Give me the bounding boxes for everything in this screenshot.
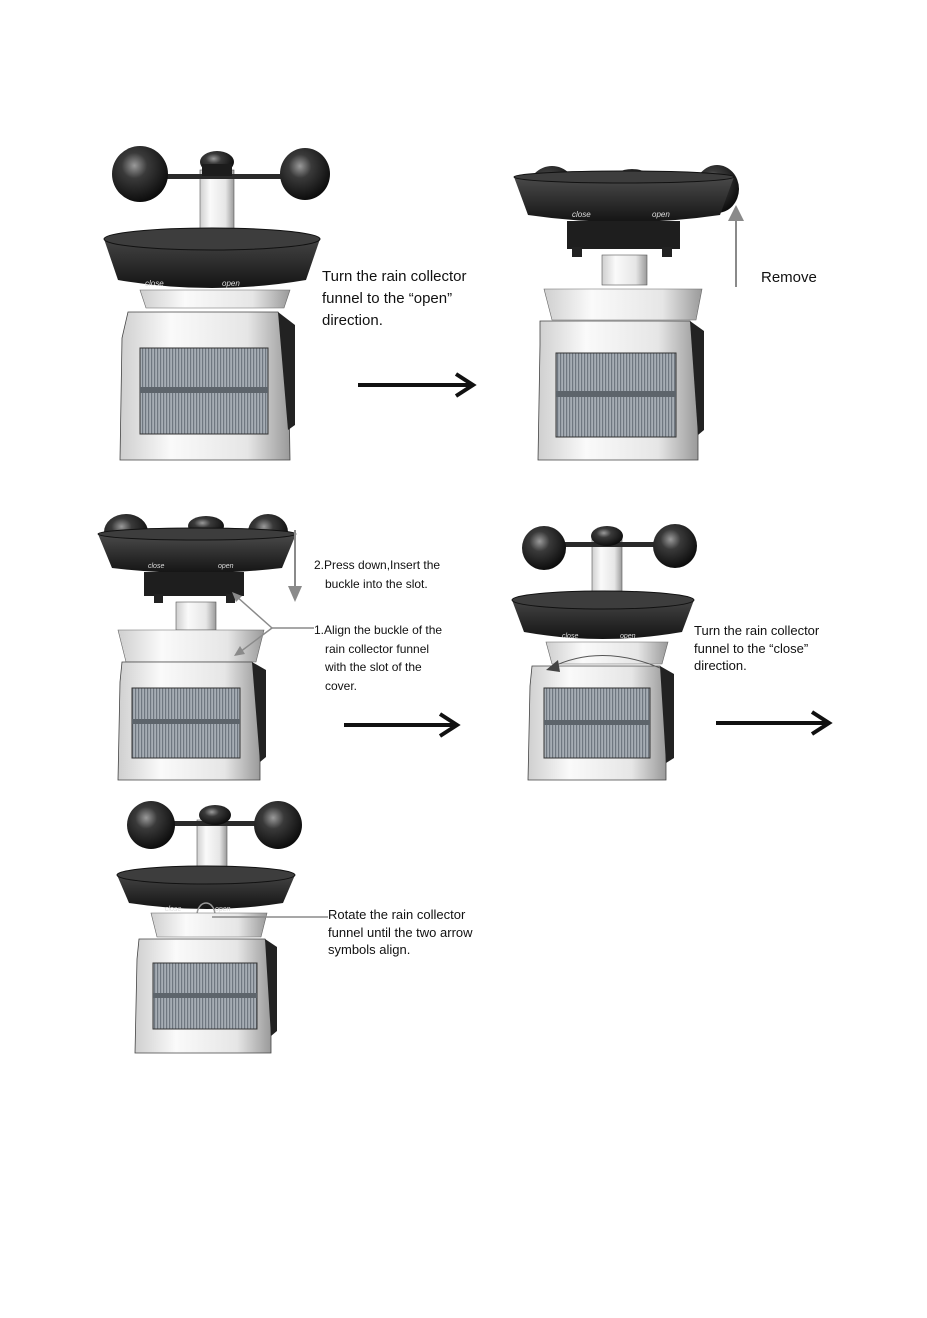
open-marking: open [218, 563, 234, 570]
close-marking: close [145, 279, 164, 288]
pointer-line [212, 916, 328, 918]
step2-caption: Remove [761, 269, 817, 286]
open-marking: open [222, 279, 240, 288]
sensor-figure-1: close open [103, 146, 330, 461]
open-marking: open [620, 633, 636, 640]
right-arrow-icon [344, 712, 461, 738]
step3-press-caption: 2.Press down,Insert the buckle into the … [314, 558, 441, 591]
up-arrow-icon [728, 205, 744, 287]
close-marking: close [572, 210, 591, 219]
right-arrow-icon [716, 710, 833, 736]
sensor-figure-2: close open [513, 165, 739, 461]
sensor-figure-4: close open [511, 524, 697, 781]
close-marking: close [562, 633, 578, 640]
sensor-figure-3: close open [97, 514, 297, 781]
step1-caption: Turn the rain collector funnel to the “o… [322, 268, 467, 329]
step3-align-caption: 1.Align the buckle of the rain collector… [314, 623, 443, 693]
down-arrow-icon [288, 530, 302, 602]
sensor-figure-5: close open [116, 801, 302, 1054]
open-marking: open [215, 906, 231, 913]
step4-caption: Turn the rain collector funnel to the “c… [694, 623, 820, 673]
pointer-line [232, 592, 314, 656]
right-arrow-icon [358, 372, 477, 398]
open-marking: open [652, 210, 670, 219]
step5-caption: Rotate the rain collector funnel until t… [328, 907, 473, 957]
close-marking: close [165, 906, 181, 913]
close-marking: close [148, 563, 164, 570]
